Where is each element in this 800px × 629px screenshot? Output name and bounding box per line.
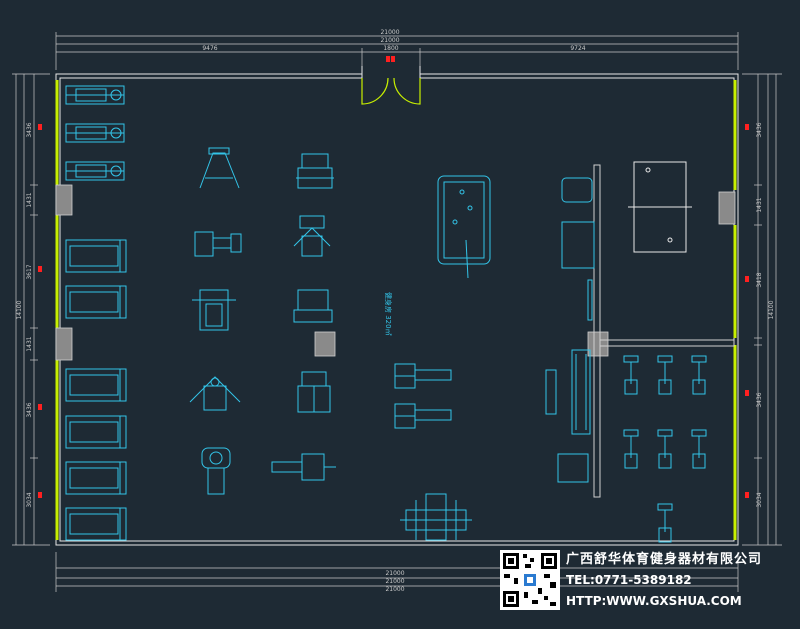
dim-right-3: 3418 bbox=[756, 272, 763, 287]
column-left-2 bbox=[55, 327, 73, 361]
left-dimension-texts: 3436 1431 3617 1431 3436 3034 14100 bbox=[16, 122, 33, 507]
dumbbell-racks bbox=[394, 363, 452, 429]
right-dimension-texts: 3436 1431 3418 3436 3034 14100 bbox=[756, 122, 775, 507]
dim-bottom-2: 21000 bbox=[385, 578, 404, 585]
company-info: 广西舒华体育健身器材有限公司 TEL:0771-5389182 HTTP:WWW… bbox=[566, 548, 798, 608]
dim-right-total: 14100 bbox=[768, 300, 775, 319]
dim-left-2: 1431 bbox=[26, 192, 33, 207]
room-note: 健身房 320㎡ bbox=[384, 292, 393, 336]
table-tennis-table bbox=[628, 161, 692, 253]
outer-walls bbox=[55, 66, 739, 546]
left-dimension-lines bbox=[15, 74, 38, 545]
dim-left-3: 3617 bbox=[26, 264, 33, 279]
column-right-1 bbox=[718, 191, 736, 225]
bottom-dimension-lines bbox=[55, 552, 739, 592]
dim-top-total-outer: 21000 bbox=[380, 29, 399, 36]
column-partition bbox=[587, 331, 609, 357]
strength-machines-column-1 bbox=[189, 147, 242, 495]
structural-columns bbox=[55, 184, 736, 361]
dim-left-total: 14100 bbox=[16, 300, 23, 319]
dim-bottom-1: 21000 bbox=[385, 570, 404, 577]
interior-partitions bbox=[593, 164, 735, 498]
partition-equipment bbox=[545, 177, 595, 483]
qr-code bbox=[500, 550, 560, 610]
dim-right-5: 3034 bbox=[756, 492, 763, 507]
smith-machine bbox=[400, 493, 472, 541]
right-dimension-lines bbox=[754, 74, 777, 545]
dim-right-2: 1431 bbox=[756, 197, 763, 212]
column-left-1 bbox=[55, 184, 73, 216]
dim-top-total-inner: 21000 bbox=[380, 37, 399, 44]
dim-left-1: 3436 bbox=[26, 122, 33, 137]
dim-left-5: 3436 bbox=[26, 402, 33, 417]
windows bbox=[55, 80, 737, 540]
upright-bikes bbox=[623, 355, 707, 543]
dim-top-left-span: 9476 bbox=[202, 45, 217, 52]
strength-machines-column-2 bbox=[271, 153, 336, 481]
top-dimension-lines bbox=[12, 32, 782, 546]
dim-left-4: 1431 bbox=[26, 336, 33, 351]
company-tel: TEL:0771-5389182 bbox=[566, 573, 692, 587]
dim-bottom-3: 21000 bbox=[385, 586, 404, 593]
dim-top-door: 1800 bbox=[383, 45, 398, 52]
elliptical-trainers bbox=[65, 85, 125, 181]
column-center bbox=[314, 331, 336, 357]
company-name: 广西舒华体育健身器材有限公司 bbox=[566, 552, 763, 567]
company-url: HTTP:WWW.GXSHUA.COM bbox=[566, 594, 742, 608]
dim-top-right-span: 9724 bbox=[570, 45, 585, 52]
socket-markers bbox=[38, 56, 749, 498]
dim-right-4: 3436 bbox=[756, 392, 763, 407]
pool-table bbox=[437, 175, 491, 279]
dim-right-1: 3436 bbox=[756, 122, 763, 137]
treadmills bbox=[65, 239, 127, 541]
dim-left-6: 3034 bbox=[26, 492, 33, 507]
entrance-door bbox=[361, 77, 421, 105]
